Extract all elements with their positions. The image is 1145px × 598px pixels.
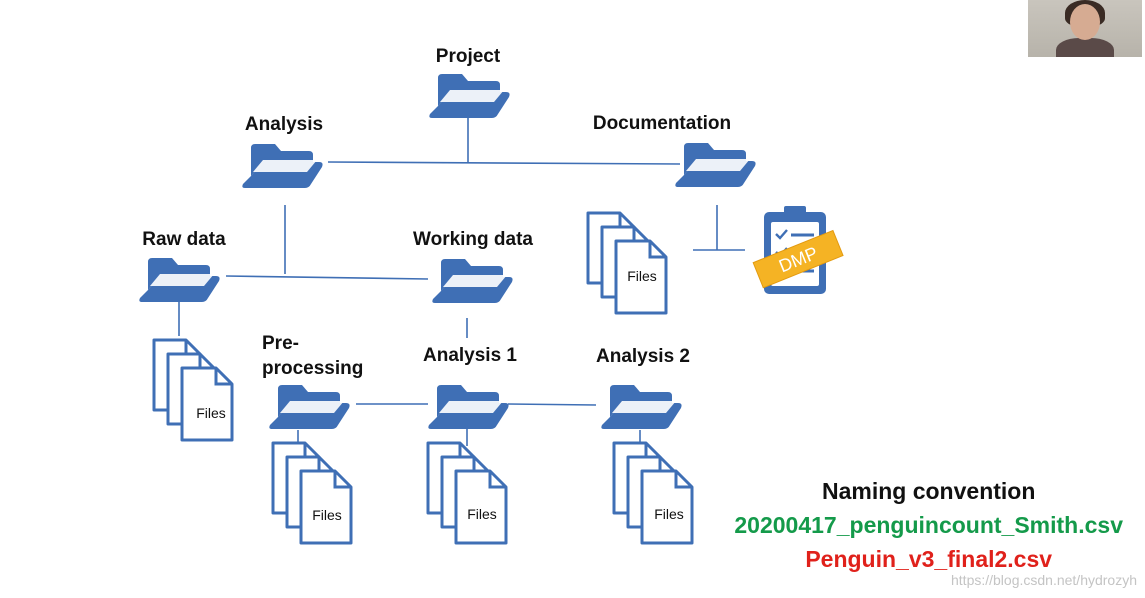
folder-icon — [429, 74, 510, 118]
webcam-thumbnail — [1028, 0, 1142, 57]
folder-icon — [675, 143, 756, 187]
folder-icon — [432, 259, 513, 303]
files-label: Files — [654, 506, 684, 522]
files-label: Files — [467, 506, 497, 522]
naming-bad-example: Penguin_v3_final2.csv — [805, 546, 1053, 572]
folder-icon — [269, 385, 350, 429]
folder-working-data: Working data — [413, 229, 533, 303]
folder-label-preprocessing-line2: processing — [262, 358, 363, 379]
naming-good-example: 20200417_penguincount_Smith.csv — [734, 512, 1123, 538]
files-stack-preprocessing: Files — [271, 441, 353, 545]
files-icon — [152, 338, 234, 442]
folder-documentation: Documentation — [593, 113, 756, 187]
files-label: Files — [627, 268, 657, 284]
folder-raw-data: Raw data — [139, 229, 226, 302]
folder-icon — [139, 258, 220, 302]
files-stack-analysis-2: Files — [612, 441, 694, 545]
folder-label-preprocessing-line1: Pre- — [262, 333, 299, 354]
folder-label-working-data: Working data — [413, 229, 533, 250]
folder-label-documentation: Documentation — [593, 113, 731, 134]
files-icon — [586, 211, 668, 315]
folder-analysis-2: Analysis 2 — [596, 346, 690, 429]
webcam-person-body — [1056, 38, 1114, 57]
files-icon — [271, 441, 353, 545]
files-label: Files — [196, 405, 226, 421]
files-icon — [426, 441, 508, 545]
watermark: https://blog.csdn.net/hydrozyh — [951, 572, 1137, 588]
folder-project: Project — [429, 46, 510, 118]
folder-label-analysis-1: Analysis 1 — [423, 345, 517, 366]
files-label: Files — [312, 507, 342, 523]
folder-preprocessing: Pre- processing — [262, 333, 363, 429]
files-stack-analysis-1: Files — [426, 441, 508, 545]
folder-label-project: Project — [436, 46, 501, 67]
files-icon — [612, 441, 694, 545]
webcam-person-head — [1070, 4, 1100, 40]
connector-lines — [178, 118, 745, 446]
folder-icon — [242, 144, 323, 188]
files-stack-raw-data: Files — [152, 338, 234, 442]
folder-analysis-1: Analysis 1 — [423, 345, 517, 429]
folder-label-raw-data: Raw data — [142, 229, 226, 250]
files-stack-documentation: Files — [586, 211, 668, 315]
folder-label-analysis-2: Analysis 2 — [596, 346, 690, 367]
folder-icon — [601, 385, 682, 429]
naming-convention-title: Naming convention — [821, 478, 1036, 504]
folder-analysis: Analysis — [242, 114, 323, 188]
folder-icon — [428, 385, 509, 429]
folder-label-analysis: Analysis — [245, 114, 323, 135]
naming-convention-box: Naming convention 20200417_penguincount_… — [734, 474, 1123, 576]
